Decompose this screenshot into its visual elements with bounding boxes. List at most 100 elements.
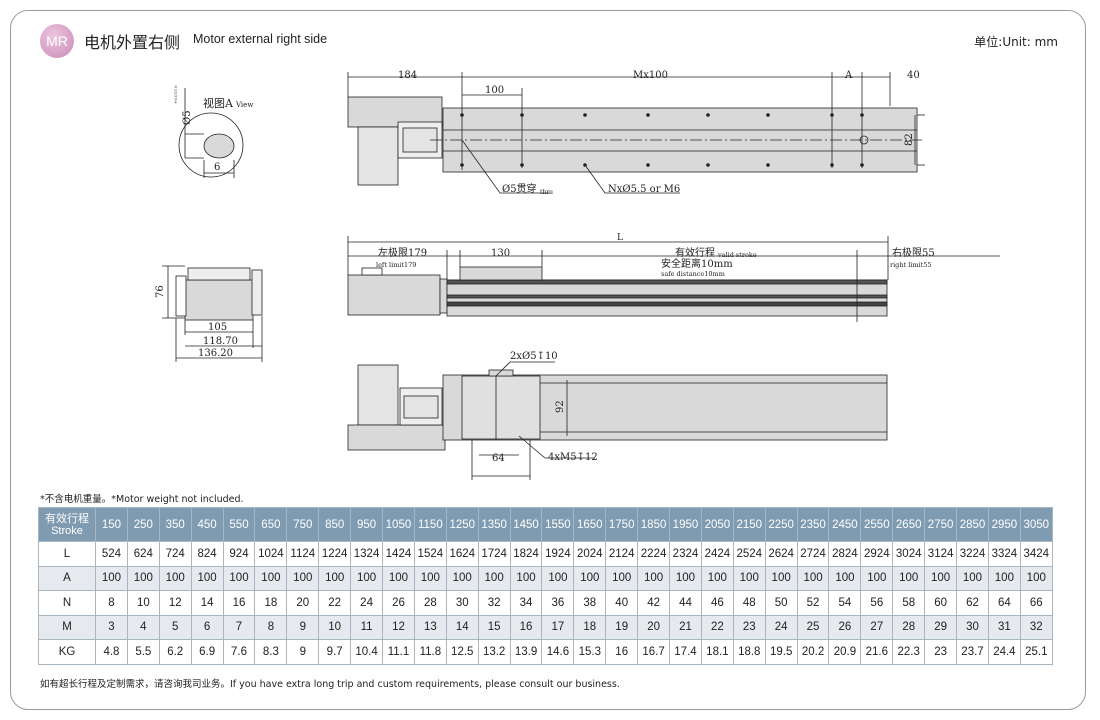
table-cell: 6 [190,614,224,640]
table-cell: 5 [158,614,192,640]
motor-weight-note: *不含电机重量。*Motor weight not included. [40,494,244,505]
table-cell: 15 [477,614,511,640]
table-cell: 2224 [637,541,671,567]
table-cell: 1924 [541,541,575,567]
table-cell: 1124 [286,541,320,567]
stroke-header-cell: 1350 [477,507,511,542]
table-cell: 9 [286,639,320,665]
table-cell: 100 [796,565,830,591]
table-cell: 100 [222,565,256,591]
stroke-header-cell: 1150 [413,507,447,542]
stroke-header-cell: 2650 [892,507,926,542]
table-cell: 100 [126,565,160,591]
table-cell: 23 [732,614,766,640]
table-cell: 21.6 [860,639,894,665]
table-cell: 10.4 [350,639,384,665]
stroke-header-cell: 3050 [1019,507,1053,542]
table-cell: 100 [318,565,352,591]
row-label: N [38,590,96,616]
view-a-detail: 视图A View Ø5 +0.015 0 6 [173,85,253,178]
table-cell: 1524 [413,541,447,567]
svg-text:右极限55: 右极限55 [892,246,935,259]
table-cell: 16 [222,590,256,616]
table-cell: 16 [605,639,639,665]
stroke-header-cell: 2850 [956,507,989,542]
table-cell: 2524 [732,541,766,567]
table-cell: 54 [828,590,862,616]
custom-request-note: 如有超长行程及定制需求，请咨询我司业务。If you have extra lo… [40,679,620,690]
stroke-header-cell: 2150 [732,507,766,542]
table-cell: 924 [222,541,256,567]
table-cell: 17 [541,614,575,640]
stroke-header-cell: 1050 [382,507,415,542]
table-cell: 14 [190,590,224,616]
table-cell: 8.3 [254,639,288,665]
svg-text:92: 92 [555,400,566,413]
table-cell: 100 [286,565,320,591]
svg-text:118.70: 118.70 [203,336,238,347]
stroke-header-cell: 2950 [987,507,1021,542]
table-cell: 1324 [350,541,384,567]
svg-text:136.20: 136.20 [198,348,233,359]
table-cell: 6.9 [190,639,224,665]
table-cell: 1024 [254,541,288,567]
stroke-header-cell: 1950 [669,507,702,542]
svg-text:76: 76 [155,285,166,298]
svg-text:82: 82 [904,133,915,146]
table-cell: 3124 [924,541,958,567]
table-cell: 7 [222,614,256,640]
table-cell: 11 [350,614,384,640]
svg-text:left limit179: left limit179 [376,261,416,269]
svg-text:安全距离10mm: 安全距离10mm [661,257,733,270]
table-cell: 16.7 [637,639,671,665]
table-cell: 20 [637,614,671,640]
table-cell: 17.4 [669,639,702,665]
svg-text:Ø5贯穿: Ø5贯穿 [502,182,537,195]
table-cell: 5.5 [126,639,160,665]
bottom-view: 2xØ5↧10 92 64 4xM5↧12 [347,351,888,480]
table-cell: 1624 [445,541,479,567]
title-en: Motor external right side [193,32,328,46]
stroke-header-cell: 1850 [637,507,671,542]
table-cell: 62 [956,590,989,616]
table-cell: 524 [95,541,128,567]
row-label: KG [38,639,96,665]
svg-text:64: 64 [492,453,505,464]
table-cell: 12.5 [445,639,479,665]
table-cell: 2824 [828,541,862,567]
svg-text:NxØ5.5 or M6: NxØ5.5 or M6 [608,184,680,195]
stroke-header-cell: 1450 [509,507,543,542]
table-cell: 9 [286,614,320,640]
table-cell: 28 [892,614,926,640]
svg-text:105: 105 [208,322,227,333]
svg-text:+0.015 0: +0.015 0 [173,85,178,104]
row-label: M [38,614,96,640]
svg-text:Mx100: Mx100 [633,70,668,81]
table-cell: 10 [126,590,160,616]
table-cell: 4.8 [95,639,128,665]
svg-text:184: 184 [398,70,417,81]
table-cell: 20.2 [796,639,830,665]
table-cell: 1424 [382,541,415,567]
model-badge: MR [40,24,74,58]
table-cell: 48 [732,590,766,616]
table-cell: 3 [95,614,128,640]
title-cn: 电机外置右侧 [84,33,181,52]
table-cell: 100 [605,565,639,591]
stroke-header-cell: 2250 [764,507,798,542]
table-cell: 19.5 [764,639,798,665]
table-cell: 2124 [605,541,639,567]
table-cell: 8 [254,614,288,640]
table-cell: 52 [796,590,830,616]
table-cell: 23.7 [956,639,989,665]
table-cell: 100 [828,565,862,591]
row-label: A [38,565,96,591]
table-cell: 100 [350,565,384,591]
table-cell: 15.3 [573,639,607,665]
unit-label: 单位:Unit: mm [974,35,1058,49]
